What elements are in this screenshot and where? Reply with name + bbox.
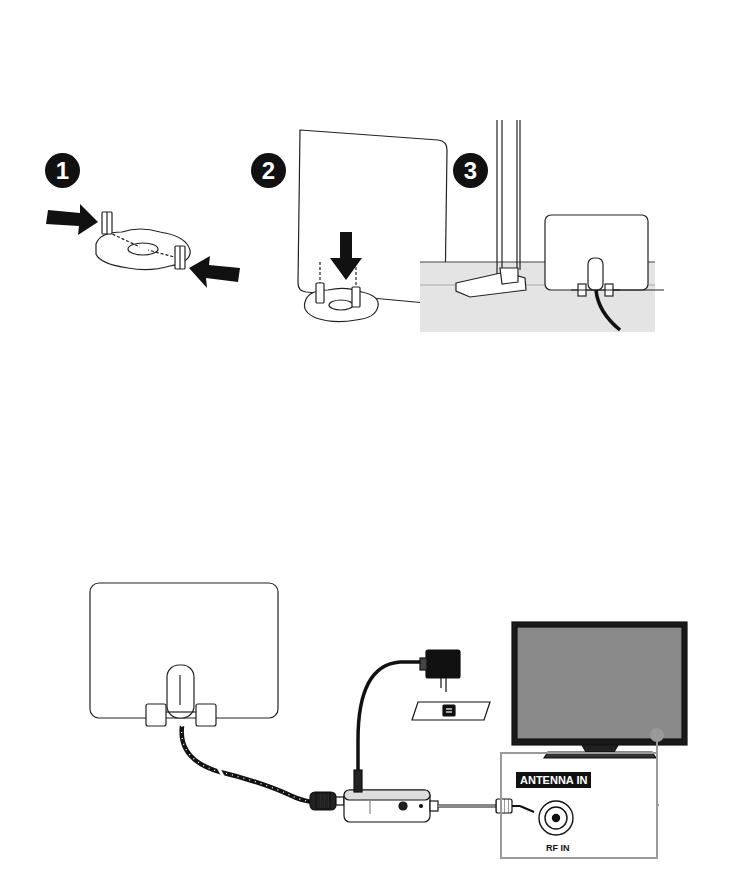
port-banner: ANTENNA IN: [516, 772, 591, 788]
step-number: 2: [262, 157, 275, 185]
amplifier: [344, 790, 520, 822]
tv-side: [456, 120, 526, 297]
f-connector: [310, 792, 344, 810]
step-number-circle: 3: [453, 153, 488, 188]
port-label: RF IN: [546, 843, 570, 853]
base-plate: [96, 212, 190, 270]
arrow: [330, 232, 362, 280]
tv: [512, 622, 687, 758]
antenna: [90, 583, 278, 726]
coax-cable: [182, 726, 312, 802]
step-number-circle: 1: [45, 153, 80, 188]
input-panel: ANTENNA IN RF IN: [500, 752, 658, 859]
step-number-circle: 2: [251, 153, 286, 188]
power-adapter: [354, 650, 490, 792]
rf-jack: [520, 801, 573, 835]
antenna: [545, 215, 664, 330]
arrow: [46, 204, 240, 288]
step-number: 1: [56, 157, 69, 185]
step-number: 3: [464, 157, 477, 185]
